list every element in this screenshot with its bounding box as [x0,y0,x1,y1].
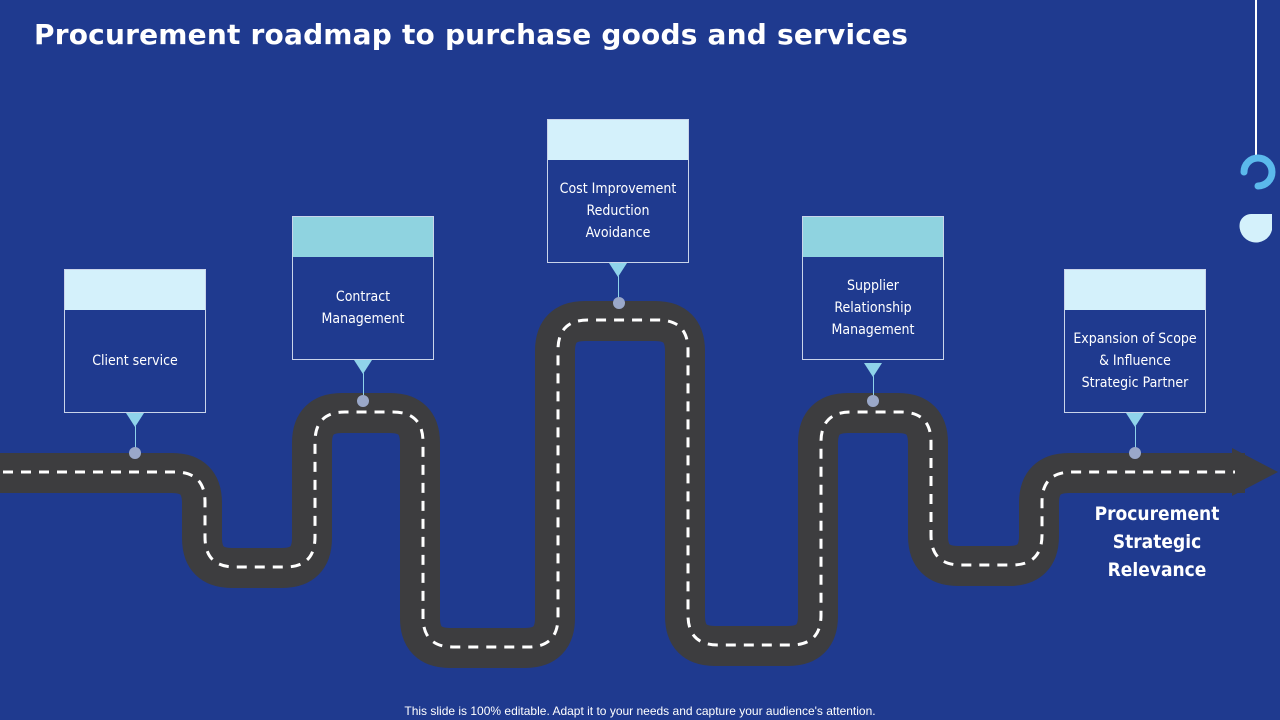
stage-label: Client service [92,353,178,369]
stage-card-header [548,120,688,160]
stage-pointer-2 [354,360,372,374]
stage-label: Contract Management [321,289,405,327]
stage-marker-4 [867,395,879,407]
stage-card-header [803,217,943,257]
stage-stem-3 [618,276,619,298]
stage-card-header [1065,270,1205,310]
stage-pointer-3 [609,263,627,277]
stage-pointer-4 [864,363,882,377]
stage-marker-2 [357,395,369,407]
stage-card-header [65,270,205,310]
stage-card-2: Contract Management [292,216,434,360]
stage-label: Cost Improvement Reduction Avoidance [559,181,677,241]
roadmap-end-label: Procurement Strategic Relevance [1094,503,1220,581]
stage-card-5: Expansion of Scope & Influence Strategic… [1064,269,1206,413]
stage-pointer-5 [1126,413,1144,427]
hanging-line [1255,0,1257,160]
stage-card-header [293,217,433,257]
road-arrowhead [1232,448,1278,496]
stage-marker-3 [613,297,625,309]
stage-stem-1 [135,426,136,448]
page-title: Procurement roadmap to purchase goods an… [34,18,909,51]
stage-marker-5 [1129,447,1141,459]
stage-card-4: Supplier Relationship Management [802,216,944,360]
footer-note: This slide is 100% editable. Adapt it to… [404,704,876,718]
hook-icon [1239,154,1276,243]
stage-label: Supplier Relationship Management [831,278,915,338]
road-center-dashes [3,318,1235,649]
stage-card-3: Cost Improvement Reduction Avoidance [547,119,689,263]
stage-label: Expansion of Scope & Influence Strategic… [1073,331,1197,391]
stage-stem-5 [1135,426,1136,448]
stage-stem-4 [873,376,874,395]
stage-marker-1 [129,447,141,459]
stage-pointer-1 [126,413,144,427]
stage-stem-2 [363,373,364,395]
stage-card-1: Client service [64,269,206,413]
